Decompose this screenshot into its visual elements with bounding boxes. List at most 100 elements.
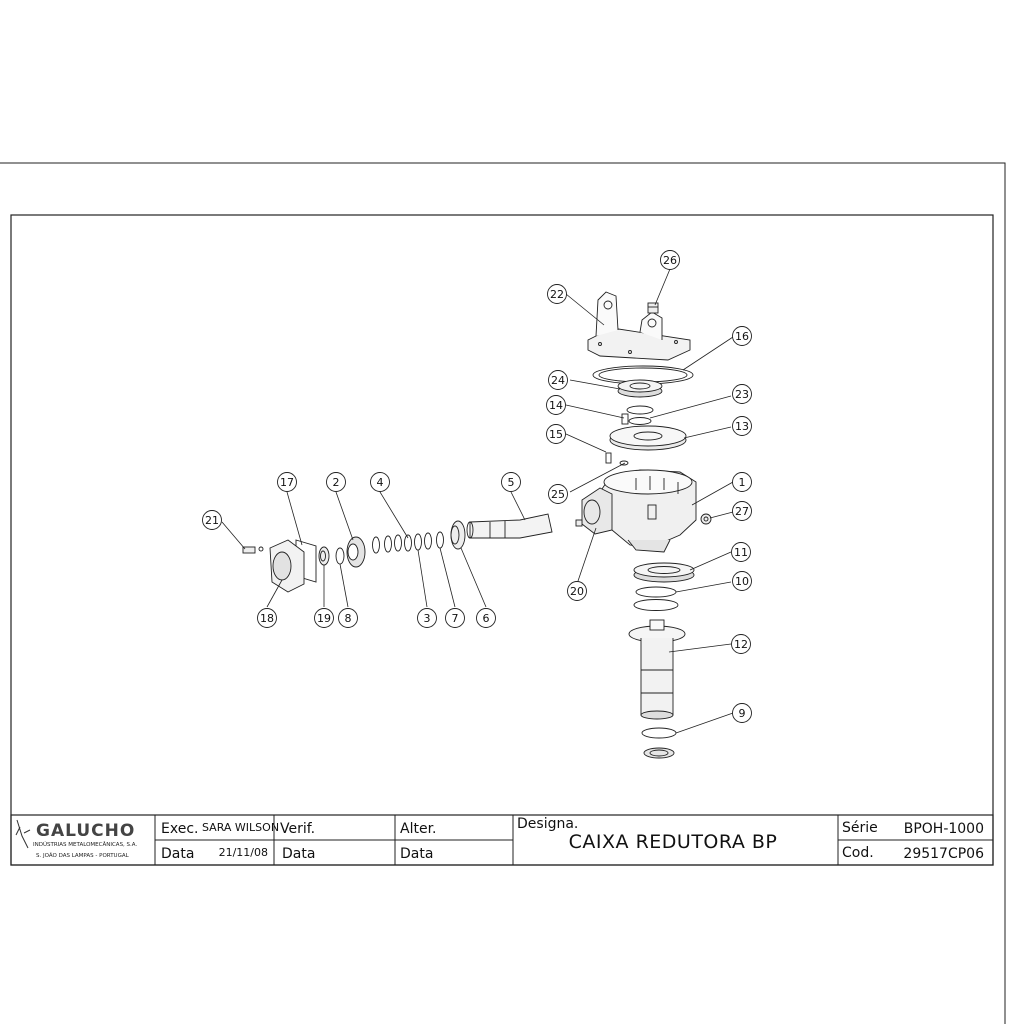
callout-20: 20	[567, 581, 587, 601]
serie-label: Série	[842, 820, 878, 836]
part-12-shaft	[628, 619, 686, 720]
logo-wordmark: GALUCHO	[36, 821, 135, 841]
callout-17: 17	[277, 472, 297, 492]
callout-19: 19	[314, 608, 334, 628]
part-11-bearing	[633, 562, 695, 583]
cod-label: Cod.	[842, 845, 874, 861]
callout-7: 7	[445, 608, 465, 628]
callout-4: 4	[370, 472, 390, 492]
part-5-input-shaft	[466, 513, 553, 539]
alter-data-label: Data	[400, 846, 433, 862]
part-8-19-washers	[318, 546, 345, 566]
callout-25: 25	[548, 484, 568, 504]
serie-value: BPOH-1000	[904, 821, 984, 837]
callout-number: 27	[735, 505, 749, 518]
callout-circle	[445, 608, 465, 628]
callout-circle	[731, 542, 751, 562]
part-1-housing	[581, 469, 697, 553]
callout-circle	[660, 250, 680, 270]
callout-23: 23	[732, 384, 752, 404]
alter-label: Alter.	[400, 821, 437, 837]
exec-value: SARA WILSON	[202, 821, 279, 834]
part-23-circlip	[626, 405, 654, 425]
verif-label: Verif.	[280, 821, 315, 837]
callout-number: 26	[663, 254, 677, 267]
callout-number: 13	[735, 420, 749, 433]
callout-circle	[314, 608, 334, 628]
callout-circle	[732, 326, 752, 346]
part-13-flange	[609, 425, 687, 451]
callout-12: 12	[731, 634, 751, 654]
callout-5: 5	[501, 472, 521, 492]
data-label: Data	[161, 846, 194, 862]
callout-14: 14	[546, 395, 566, 415]
part-10-rings	[633, 586, 679, 611]
callout-number: 6	[483, 612, 490, 625]
callout-number: 9	[739, 707, 746, 720]
callout-24: 24	[548, 370, 568, 390]
callout-circle	[202, 510, 222, 530]
callout-3: 3	[417, 608, 437, 628]
callout-circle	[277, 472, 297, 492]
callout-circle	[257, 608, 277, 628]
part-24-bearing	[617, 379, 663, 398]
callout-circle	[370, 472, 390, 492]
callout-circle	[732, 416, 752, 436]
callout-number: 25	[551, 488, 565, 501]
part-20-screw	[575, 519, 583, 527]
callout-26: 26	[660, 250, 680, 270]
callout-circle	[731, 634, 751, 654]
callout-number: 5	[508, 476, 515, 489]
callout-circle	[567, 581, 587, 601]
callout-circle	[338, 608, 358, 628]
exec-label: Exec.	[161, 821, 198, 837]
callout-number: 1	[739, 476, 746, 489]
data-value: 21/11/08	[219, 846, 268, 859]
part-15-screw	[605, 452, 629, 466]
company-line-2: S. JOÃO DAS LAMPAS - PORTUGAL	[36, 852, 130, 859]
part-22-top-cover	[587, 291, 691, 361]
exploded-view	[242, 291, 712, 759]
callout-2: 2	[326, 472, 346, 492]
part-26-plug	[647, 302, 659, 314]
callout-number: 19	[317, 612, 331, 625]
callout-number: 7	[452, 612, 459, 625]
part-6-bearing	[450, 520, 466, 550]
callout-number: 11	[734, 546, 748, 559]
callout-number: 24	[551, 374, 565, 387]
callout-21: 21	[202, 510, 222, 530]
callout-circle	[547, 284, 567, 304]
callout-circle	[732, 703, 752, 723]
callout-circle	[546, 424, 566, 444]
callout-circle	[417, 608, 437, 628]
part-27-nut	[700, 513, 712, 525]
company-line-1: INDÚSTRIAS METALOMECÂNICAS, S.A.	[33, 841, 137, 848]
callout-15: 15	[546, 424, 566, 444]
callout-18: 18	[257, 608, 277, 628]
callout-8: 8	[338, 608, 358, 628]
callout-27: 27	[732, 501, 752, 521]
part-14-screw	[621, 413, 629, 425]
callout-circle	[732, 472, 752, 492]
part-9-seal	[641, 727, 677, 759]
callout-1: 1	[732, 472, 752, 492]
callout-number: 16	[735, 330, 749, 343]
callout-number: 2	[333, 476, 340, 489]
part-21-bolt	[242, 546, 264, 554]
callout-number: 22	[550, 288, 564, 301]
callout-number: 23	[735, 388, 749, 401]
callout-circle	[476, 608, 496, 628]
callout-number: 17	[280, 476, 294, 489]
callout-circle	[548, 370, 568, 390]
callout-13: 13	[732, 416, 752, 436]
callout-9: 9	[732, 703, 752, 723]
callout-6: 6	[476, 608, 496, 628]
part-18-cover-plate	[269, 539, 305, 593]
callout-number: 14	[549, 399, 563, 412]
callout-number: 3	[424, 612, 431, 625]
sheet-frame	[0, 162, 1006, 1024]
drawing-title: CAIXA REDUTORA BP	[569, 831, 778, 853]
callout-number: 18	[260, 612, 274, 625]
